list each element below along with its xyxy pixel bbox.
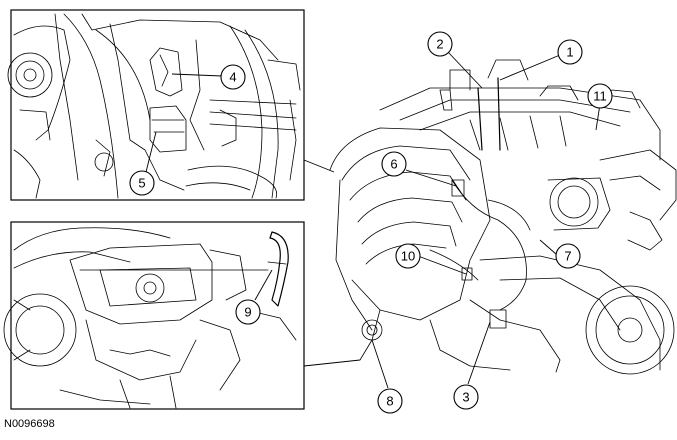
inset-link-top (303, 159, 335, 173)
inset-link-bottom (303, 359, 361, 367)
callout-6: 6 (381, 151, 407, 177)
callout-label-11: 11 (593, 89, 607, 104)
inset-top (7, 9, 305, 201)
callout-2: 2 (427, 31, 453, 57)
engine-main (329, 59, 677, 375)
callout-label-8: 8 (386, 394, 393, 409)
callout-label-7: 7 (564, 249, 571, 264)
callout-label-6: 6 (390, 157, 397, 172)
callout-4: 4 (220, 64, 246, 90)
callout-5: 5 (129, 170, 155, 196)
callout-10: 10 (395, 243, 421, 269)
callout-11: 11 (587, 83, 613, 109)
callout-label-1: 1 (566, 45, 573, 60)
callout-1: 1 (557, 39, 583, 65)
callout-label-3: 3 (462, 390, 469, 405)
callout-9: 9 (235, 299, 261, 325)
callout-label-2: 2 (436, 37, 443, 52)
callout-8: 8 (377, 388, 403, 414)
callout-label-10: 10 (401, 249, 415, 264)
callout-3: 3 (453, 384, 479, 410)
leaders (145, 51, 601, 389)
callout-label-9: 9 (244, 305, 251, 320)
figure-id: N0096698 (4, 418, 55, 430)
callout-label-5: 5 (138, 176, 145, 191)
callout-label-4: 4 (229, 70, 236, 85)
callout-7: 7 (555, 243, 581, 269)
